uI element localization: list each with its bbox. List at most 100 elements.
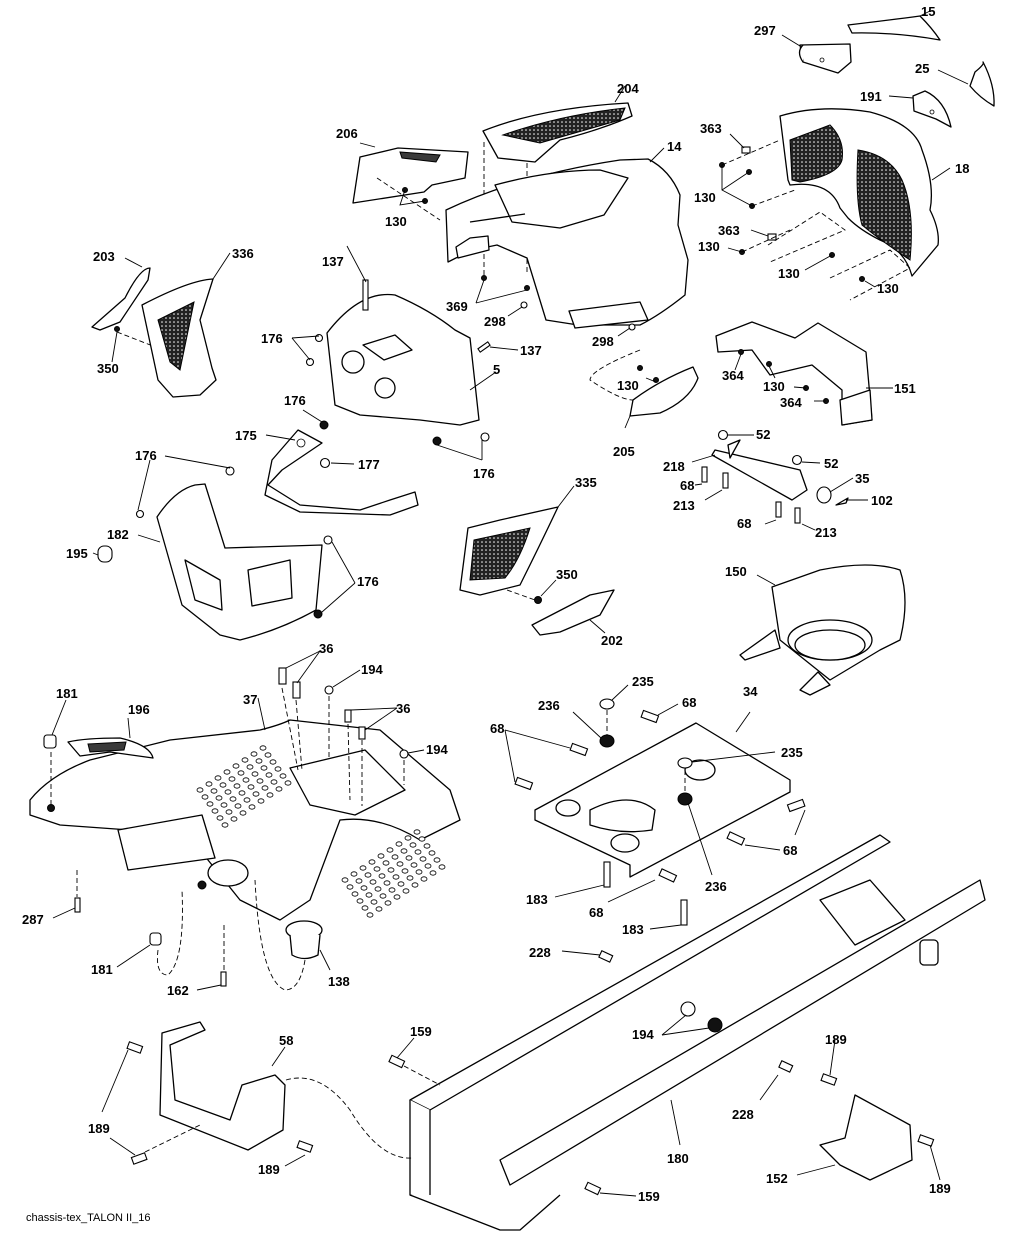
vent-hole: [361, 905, 369, 911]
vent-hole: [251, 771, 259, 777]
vent-hole: [221, 822, 229, 828]
part-138-grommet: [254, 879, 331, 991]
label-194: 194: [426, 742, 448, 757]
vent-hole: [223, 769, 231, 775]
vent-hole: [238, 790, 246, 796]
part-297-block: [781, 34, 852, 74]
vent-hole: [247, 784, 255, 790]
label-176: 176: [284, 393, 306, 408]
label-206: 206: [336, 126, 358, 141]
vent-hole: [205, 781, 213, 787]
label-189: 189: [929, 1181, 951, 1196]
fasteners-159: [388, 1037, 637, 1197]
screws-189-left: [101, 1041, 314, 1167]
label-151: 151: [894, 381, 916, 396]
fastener-181-lower: [116, 889, 183, 976]
fastener-287: [52, 870, 81, 919]
vent-hole: [401, 868, 409, 874]
vent-hole: [269, 759, 277, 765]
fasteners-176-front-cover: [135, 455, 356, 619]
label-138: 138: [328, 974, 350, 989]
vent-hole: [410, 862, 418, 868]
label-68: 68: [783, 843, 797, 858]
vent-hole: [201, 794, 209, 800]
vent-hole: [274, 766, 282, 772]
vent-hole: [355, 878, 363, 884]
vent-hole: [284, 780, 292, 786]
vent-hole: [419, 856, 427, 862]
part-5-dash-console: [326, 245, 519, 426]
vent-hole: [386, 847, 394, 853]
vent-hole: [409, 842, 417, 848]
vent-hole: [411, 882, 419, 888]
vent-hole: [428, 850, 436, 856]
platform-vent-holes-right: [341, 829, 446, 918]
part-37-foot-platform: [29, 697, 461, 921]
fasteners-363-130-grille: [719, 133, 911, 301]
vent-hole: [346, 884, 354, 890]
vent-hole: [391, 854, 399, 860]
vent-hole: [233, 783, 241, 789]
part-195-plug: [92, 545, 113, 563]
label-364: 364: [722, 368, 744, 383]
label-150: 150: [725, 564, 747, 579]
part-205-side-panel: [589, 349, 699, 429]
part-336-side-grille: [141, 252, 231, 398]
label-202: 202: [601, 633, 623, 648]
vent-hole: [341, 877, 349, 883]
part-335-side-grille: [459, 485, 575, 596]
label-130: 130: [877, 281, 899, 296]
vent-hole: [415, 869, 423, 875]
part-58-bracket: [159, 1021, 413, 1159]
fasteners-228: [561, 950, 794, 1101]
fasteners-176-console: [291, 333, 490, 461]
vent-hole: [248, 804, 256, 810]
vent-hole: [373, 866, 381, 872]
label-191: 191: [860, 89, 882, 104]
platform-vent-holes-left: [196, 745, 292, 828]
label-34: 34: [743, 684, 758, 699]
label-25: 25: [915, 61, 929, 76]
label-228: 228: [732, 1107, 754, 1122]
vent-hole: [250, 751, 258, 757]
part-18-front-grille: [779, 108, 951, 277]
label-68: 68: [682, 695, 696, 710]
label-181: 181: [56, 686, 78, 701]
part-196-pedal-pad: [67, 717, 154, 759]
label-189: 189: [825, 1032, 847, 1047]
vent-hole: [261, 785, 269, 791]
label-152: 152: [766, 1171, 788, 1186]
vent-hole: [210, 788, 218, 794]
label-369: 369: [446, 299, 468, 314]
vent-hole: [384, 900, 392, 906]
vent-hole: [383, 880, 391, 886]
label-189: 189: [88, 1121, 110, 1136]
vent-hole: [220, 802, 228, 808]
label-236: 236: [538, 698, 560, 713]
vent-hole: [232, 763, 240, 769]
part-152-guard: [796, 1094, 913, 1181]
vent-hole: [260, 765, 268, 771]
vent-hole: [374, 886, 382, 892]
vent-hole: [388, 887, 396, 893]
bolts-68-183-seat-plate: [504, 703, 806, 930]
label-176: 176: [357, 574, 379, 589]
part-350-clip-right: [506, 579, 557, 604]
fastener-181-upper: [43, 699, 67, 805]
vent-hole: [259, 745, 267, 751]
vent-hole: [229, 796, 237, 802]
label-183: 183: [622, 922, 644, 937]
label-18: 18: [955, 161, 969, 176]
washer-35: [816, 477, 854, 504]
label-335: 335: [575, 475, 597, 490]
vent-hole: [243, 797, 251, 803]
vent-hole: [234, 803, 242, 809]
vent-hole: [360, 885, 368, 891]
vent-hole: [366, 912, 374, 918]
label-363: 363: [718, 223, 740, 238]
part-206-dash-panel: [352, 142, 469, 221]
part-34-seat-plate: [534, 711, 791, 878]
label-194: 194: [361, 662, 383, 677]
vent-hole: [382, 860, 390, 866]
